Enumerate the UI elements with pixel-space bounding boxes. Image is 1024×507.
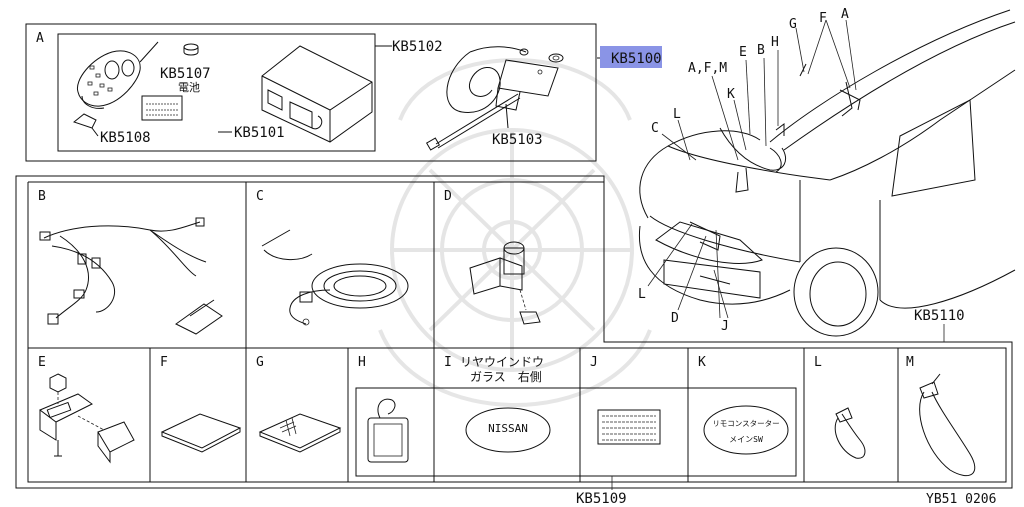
battery-label: 電池 [178, 81, 200, 94]
car-illustration [638, 9, 1016, 337]
kb5110-label: KB5110 [914, 308, 965, 324]
cell-d-label: D [444, 189, 452, 204]
cell-e-label: E [38, 355, 46, 370]
cell-g-label: G [256, 355, 264, 370]
kb5100-label[interactable]: KB5100 [611, 51, 662, 67]
tag-illustration [72, 113, 97, 129]
nissan-text: NISSAN [488, 422, 528, 435]
labels-subbox [355, 387, 797, 477]
k-sticker-line1: リモコンスターター [712, 419, 779, 428]
car-callout-leaders [647, 19, 857, 319]
cell-i-line2: ガラス 右側 [470, 369, 542, 384]
pad-f-illustration [160, 413, 242, 453]
cable-tie-large-illustration [919, 373, 976, 476]
instruction-card-illustration [141, 95, 183, 121]
group-a-inner-box [57, 33, 376, 152]
cell-i-letter: I [444, 355, 452, 370]
callout-a: A [841, 7, 849, 22]
battery-illustration [183, 43, 199, 56]
cell-i-line1: リヤウインドウ [460, 355, 544, 369]
callout-h: H [771, 35, 779, 50]
cell-c-label: C [256, 189, 264, 204]
group-a-label: A [36, 31, 44, 46]
kb5101-label: KB5101 [234, 125, 285, 141]
callout-c: C [651, 121, 659, 136]
cell-m-label: M [906, 355, 914, 370]
callout-e: E [739, 45, 747, 60]
remote-fob-illustration [76, 41, 159, 109]
cell-k-label: K [698, 355, 706, 370]
sensor-bracket-illustration [469, 241, 541, 325]
pad-g-illustration [258, 413, 342, 453]
callout-j: J [721, 319, 729, 334]
kb5107-label: KB5107 [160, 66, 211, 82]
hang-tag-illustration [367, 398, 409, 463]
switch-illustration [39, 373, 135, 464]
main-switch-sticker [703, 405, 789, 455]
callout-b: B [757, 43, 765, 58]
antenna-cable-illustration [261, 229, 409, 326]
control-unit-illustration [261, 45, 373, 143]
watermark-emblem [378, 58, 652, 407]
pad-g-marking [279, 417, 297, 437]
callout-l-bottom: L [638, 287, 646, 302]
kb5102-label: KB5102 [392, 39, 443, 55]
callout-f: F [819, 11, 827, 26]
callout-l-top: L [673, 107, 681, 122]
diagram-code: YB51 0206 [926, 492, 996, 507]
harness-illustration [39, 217, 223, 335]
callout-g: G [789, 17, 797, 32]
cell-f-label: F [160, 355, 168, 370]
callout-d: D [671, 311, 679, 326]
kit-frame [15, 175, 1013, 489]
callout-k: K [727, 87, 735, 102]
cell-l-label: L [814, 355, 822, 370]
cell-j-label: J [590, 355, 598, 370]
kb5103-label: KB5103 [492, 132, 543, 148]
cable-tie-small-illustration [834, 407, 866, 459]
kb5100-highlight [600, 46, 662, 68]
kb5109-label: KB5109 [576, 491, 627, 507]
cell-b-label: B [38, 189, 46, 204]
cell-h-label: H [358, 355, 366, 370]
kb5108-label: KB5108 [100, 130, 151, 146]
callout-afm: A,F,M [688, 61, 727, 76]
group-a-box [25, 23, 597, 162]
nissan-emblem-sticker [465, 407, 551, 453]
caution-label-illustration [597, 409, 661, 445]
kit-inner-frame [27, 181, 1007, 483]
k-sticker-line2: メインSW [729, 435, 763, 444]
